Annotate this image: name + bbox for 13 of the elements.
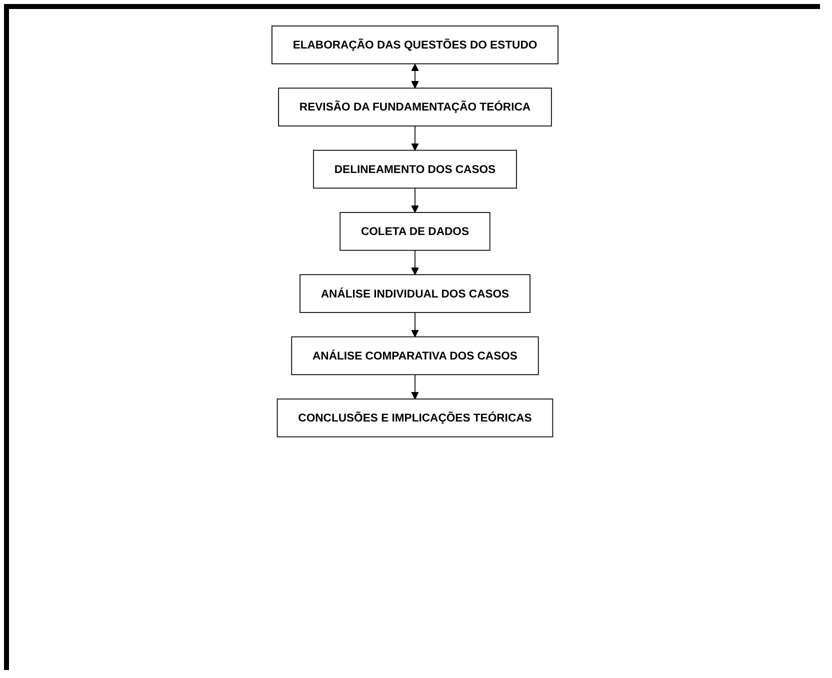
node-box: REVISÃO DA FUNDAMENTAÇÃO TEÓRICA	[278, 88, 552, 126]
arrow	[410, 250, 418, 275]
arrow	[410, 312, 418, 338]
node-box: ANÁLISE COMPARATIVA DOS CASOS	[290, 336, 538, 376]
arrow	[410, 126, 418, 151]
arrow	[410, 188, 418, 213]
node-box: DELINEAMENTO DOS CASOS	[312, 150, 516, 189]
arrow	[410, 374, 418, 400]
node-box: COLETA DE DADOS	[339, 212, 490, 251]
arrow	[410, 64, 418, 88]
node-box: CONCLUSÕES E IMPLICAÇÕES TEÓRICAS	[276, 398, 553, 438]
node-box: ANÁLISE INDIVIDUAL DOS CASOS	[299, 274, 530, 313]
node-box: ELABORAÇÃO DAS QUESTÕES DO ESTUDO	[271, 26, 558, 64]
